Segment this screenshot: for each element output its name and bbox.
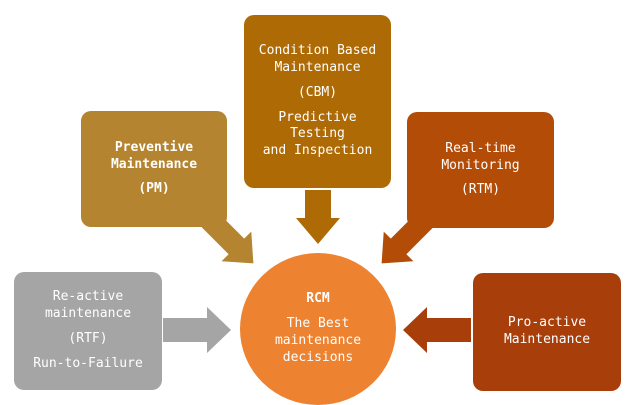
cbm-sub1: Predictive Testing [278, 109, 357, 142]
rcm-line1: The Best [286, 316, 350, 332]
cbm-abbr: (CBM) [297, 84, 338, 100]
arrow-cbm-to-rcm [296, 190, 340, 244]
rtf-line2: maintenance [44, 306, 132, 322]
rtm-line1: Real-time [445, 140, 516, 156]
proactive-box: Pro-active Maintenance [473, 273, 621, 391]
pm-line1: Preventive [114, 139, 194, 155]
rtm-box: Real-time Monitoring (RTM) [407, 112, 554, 228]
arrow-rtf-to-rcm [163, 307, 231, 353]
proactive-line1: Pro-active [507, 315, 587, 331]
rtm-abbr: (RTM) [460, 182, 501, 198]
rtf-line1: Re-active [52, 289, 124, 305]
rcm-title: RCM [306, 291, 330, 307]
rtm-line2: Monitoring [441, 157, 520, 173]
cbm-sub2: and Inspection [262, 143, 373, 159]
rcm-circle: RCM The Best maintenance decisions [240, 253, 396, 405]
cbm-line1: Condition Based [258, 42, 377, 58]
pm-box: Preventive Maintenance (PM) [81, 111, 227, 227]
rcm-line2: maintenance [274, 333, 362, 348]
rtf-sub: Run-to-Failure [33, 355, 143, 371]
rtf-abbr: (RTF) [68, 331, 108, 346]
proactive-line2: Maintenance [503, 332, 591, 347]
cbm-box: Condition Based Maintenance (CBM) Predic… [244, 15, 391, 188]
rcm-line3: decisions [282, 349, 354, 365]
pm-line2: Maintenance [110, 156, 198, 172]
rtf-box: Re-active maintenance (RTF) Run-to-Failu… [14, 272, 162, 390]
pm-abbr: (PM) [138, 181, 170, 197]
arrow-proactive-to-rcm [403, 307, 471, 353]
cbm-line2: Maintenance [274, 59, 361, 75]
